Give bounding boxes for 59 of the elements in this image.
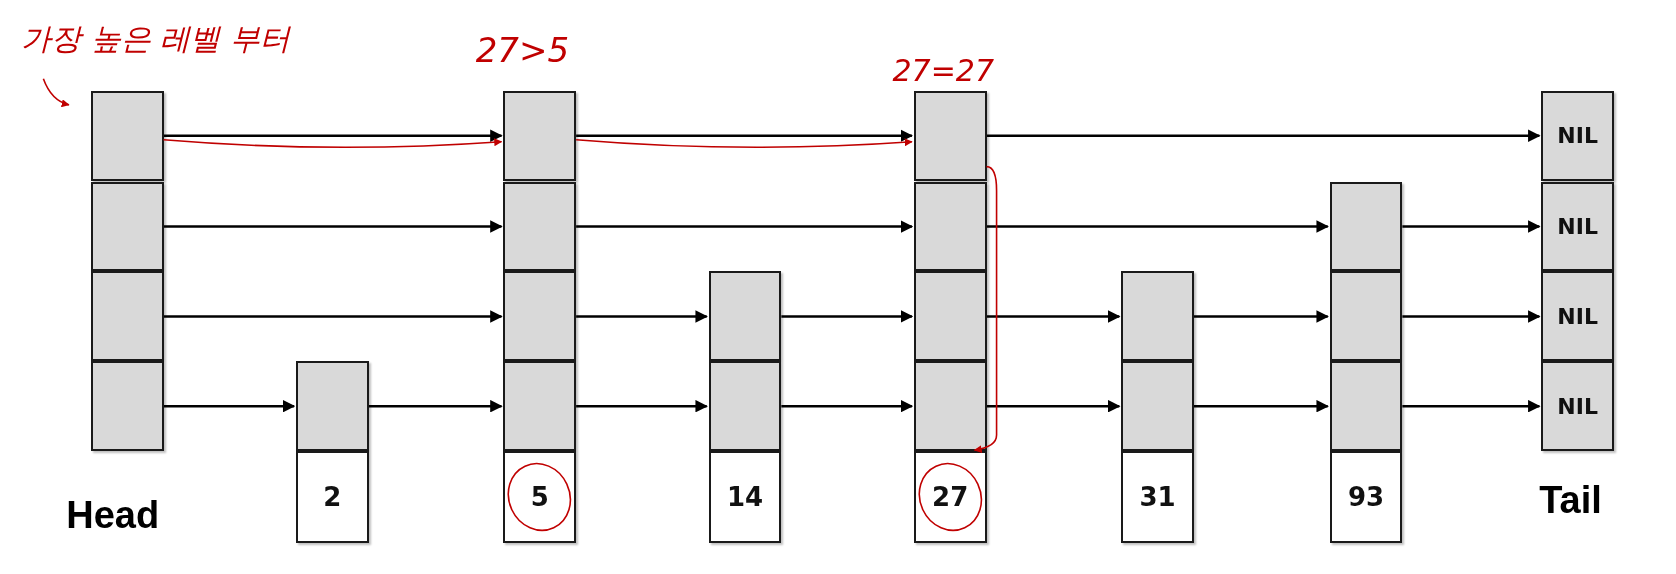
- level-cell: [913, 361, 987, 452]
- nil-cell: NIL: [1541, 181, 1614, 272]
- arrow: [1402, 220, 1541, 233]
- arrow: [576, 399, 708, 413]
- handwritten-note: 27=27: [892, 53, 994, 89]
- arrow: [1402, 310, 1541, 323]
- level-cell: [503, 271, 577, 362]
- handwritten-arrow: [42, 78, 70, 107]
- arrow: [163, 220, 503, 233]
- level-cell: [90, 181, 164, 272]
- arrow: [1193, 399, 1329, 413]
- arrow: [163, 129, 503, 142]
- level-cell: [90, 361, 164, 452]
- level-cell: [503, 90, 577, 181]
- nil-cell: NIL: [1541, 361, 1614, 452]
- level-cell: [90, 271, 164, 362]
- level-cell: [1329, 361, 1403, 452]
- level-cell: [1121, 271, 1194, 362]
- arrow: [368, 399, 503, 413]
- tower-label: Tail: [1539, 478, 1602, 522]
- arrow: [163, 310, 503, 323]
- handwritten-arrow: [973, 165, 998, 453]
- key-cell: 2: [296, 451, 369, 543]
- arrow: [1402, 399, 1541, 413]
- level-cell: [90, 90, 164, 181]
- level-cell: [913, 90, 987, 181]
- level-cell: [708, 361, 782, 452]
- handwritten-arrow: [575, 138, 913, 149]
- handwritten-note: 27>5: [475, 29, 570, 70]
- level-cell: [1329, 181, 1403, 272]
- level-cell: [913, 181, 987, 272]
- arrow: [576, 129, 914, 142]
- key-cell: 14: [708, 451, 782, 543]
- level-cell: [913, 271, 987, 362]
- level-cell: [503, 181, 577, 272]
- handwritten-arrow: [162, 138, 503, 149]
- arrow: [781, 310, 914, 323]
- key-cell: 27: [913, 451, 987, 543]
- level-cell: [1121, 361, 1194, 452]
- arrow: [781, 399, 914, 413]
- arrow: [986, 399, 1121, 413]
- nil-cell: NIL: [1541, 90, 1614, 181]
- arrow: [576, 220, 914, 233]
- key-cell: 93: [1329, 451, 1403, 543]
- arrow: [163, 399, 296, 413]
- arrow: [986, 310, 1121, 323]
- level-cell: [1329, 271, 1403, 362]
- level-cell: [296, 361, 369, 452]
- key-cell: 5: [503, 451, 577, 543]
- arrow: [1193, 310, 1329, 323]
- arrow: [986, 129, 1541, 142]
- arrow: [986, 220, 1329, 233]
- tower-label: Head: [66, 493, 160, 537]
- arrow: [576, 310, 708, 323]
- handwritten-note: 가장 높은 레벨 부터: [21, 19, 290, 61]
- level-cell: [708, 271, 782, 362]
- level-cell: [503, 361, 577, 452]
- key-cell: 31: [1121, 451, 1194, 543]
- nil-cell: NIL: [1541, 271, 1614, 362]
